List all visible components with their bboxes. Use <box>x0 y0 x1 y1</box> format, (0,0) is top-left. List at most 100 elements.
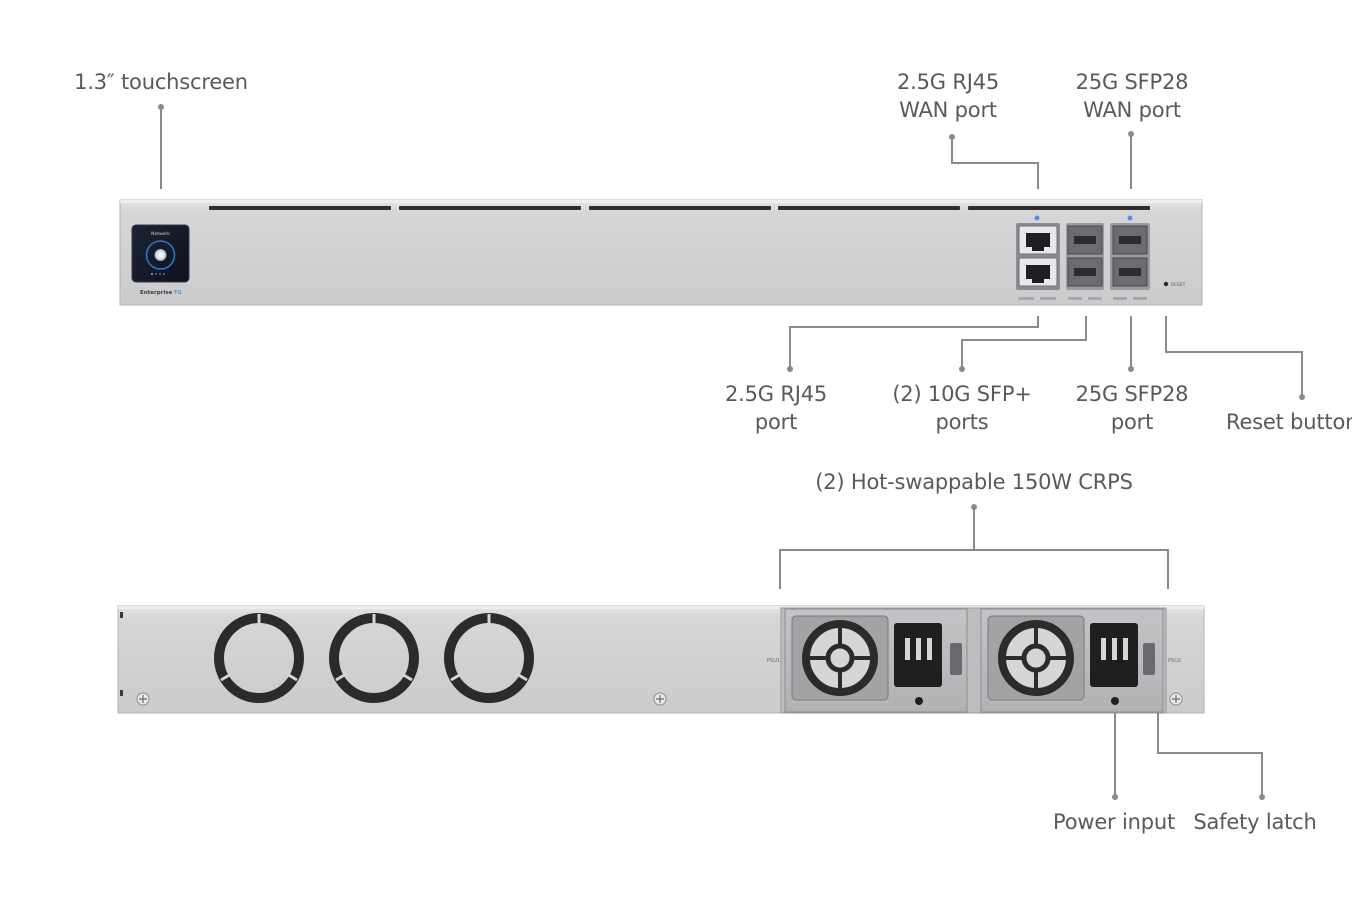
vent-slot <box>589 206 771 210</box>
socket-pin <box>927 638 932 660</box>
sfp-slot-icon <box>1074 236 1096 244</box>
callout-rj45-wan-line2: WAN port <box>899 98 997 122</box>
leader-reset <box>1165 316 1303 397</box>
screen-ring-icon <box>145 240 176 270</box>
callout-sfp-plus: (2) 10G SFP+ ports <box>874 380 1050 436</box>
touchscreen[interactable]: Network <box>131 224 190 283</box>
port-indicator <box>1018 297 1034 300</box>
screen-knob-icon <box>154 249 167 261</box>
rj45-socket-icon <box>1026 233 1050 251</box>
rj45-port-stack <box>1016 215 1060 300</box>
callout-reset: Reset button <box>1226 408 1352 436</box>
screen-dot-icon <box>155 273 157 275</box>
reset-text: RESET <box>1171 282 1186 288</box>
callout-sfp-plus-line2: ports <box>935 410 989 434</box>
sfp-plus-cage <box>1066 223 1104 300</box>
callout-rj45-wan-line1: 2.5G RJ45 <box>896 70 1000 94</box>
screen-dot-icon <box>151 273 153 275</box>
callout-sfp-plus-line1: (2) 10G SFP+ <box>892 382 1032 406</box>
socket-pin <box>1123 638 1128 660</box>
port-indicator <box>1040 297 1056 300</box>
psu-1[interactable] <box>784 608 968 713</box>
leader-dot <box>1128 131 1134 137</box>
reset-button[interactable] <box>1163 281 1169 287</box>
fan-left <box>214 613 304 703</box>
leader-dot <box>1112 794 1118 800</box>
socket-pin <box>1101 638 1106 660</box>
leader-dot <box>971 504 977 510</box>
callout-rj45-wan: 2.5G RJ45 WAN port <box>872 68 1024 124</box>
screw-cross <box>1172 695 1180 703</box>
callout-rj45-port-line2: port <box>754 410 798 434</box>
callout-power-input: Power input <box>1036 808 1192 836</box>
leader-dot <box>158 104 164 110</box>
socket-pin <box>1112 638 1117 660</box>
rear-rail-notch <box>120 690 123 696</box>
fan-middle <box>329 613 419 703</box>
rj45-wan-port[interactable] <box>1018 225 1058 255</box>
screen-title: Network <box>151 231 170 237</box>
rj45-port[interactable] <box>1018 257 1058 287</box>
screen-dot-icon <box>159 273 161 275</box>
callout-crps: (2) Hot-swappable 150W CRPS <box>774 468 1174 496</box>
screw-icon <box>653 692 667 706</box>
screw-cross <box>139 695 147 703</box>
callout-touchscreen-text: 1.3″ touchscreen <box>74 70 248 94</box>
psu-fan-grill <box>1002 624 1070 692</box>
front-top-edge <box>120 200 1202 203</box>
leader-sfp-plus <box>961 316 1087 369</box>
leader-rj45-wan <box>951 137 1039 189</box>
leader-dot <box>787 366 793 372</box>
callout-rj45-port: 2.5G RJ45 port <box>700 380 852 436</box>
psu-left-label: PSU1 <box>767 658 780 664</box>
callout-sfp28-port-line2: port <box>1110 410 1154 434</box>
psu-led-icon <box>915 697 923 705</box>
leader-dot <box>1259 794 1265 800</box>
port-led-icon <box>1034 215 1040 221</box>
callout-touchscreen: 1.3″ touchscreen <box>60 68 262 96</box>
sfp-slot-icon <box>1074 268 1096 276</box>
callout-sfp28-port: 25G SFP28 port <box>1056 380 1208 436</box>
fan-spoke <box>286 672 298 682</box>
screen-dot-icon <box>163 273 165 275</box>
psu-fan-grill <box>806 624 874 692</box>
leader-rj45-port <box>789 316 1039 369</box>
fan-spoke <box>401 672 413 682</box>
callout-sfp28-wan: 25G SFP28 WAN port <box>1056 68 1208 124</box>
callout-sfp28-wan-line2: WAN port <box>1083 98 1181 122</box>
leader-dots <box>158 104 1305 800</box>
port-indicator <box>1113 297 1127 300</box>
leader-dot <box>1299 394 1305 400</box>
leader-dot <box>1128 366 1134 372</box>
sfp-slot-icon <box>1119 236 1141 244</box>
leader-crps <box>779 507 1169 589</box>
fan-right <box>444 613 534 703</box>
rj45-socket-icon <box>1026 265 1050 283</box>
brand-text: Enterprise FG <box>140 290 182 296</box>
vent-slot <box>209 206 391 210</box>
callout-sfp28-port-line1: 25G SFP28 <box>1075 382 1189 406</box>
vent-slot <box>778 206 960 210</box>
vent-slot <box>968 206 1150 210</box>
rear-rail-notch <box>120 612 123 618</box>
psu-led-icon <box>1111 697 1119 705</box>
fan-spoke <box>335 672 347 682</box>
screw-cross <box>656 695 664 703</box>
psu-latch[interactable] <box>950 643 962 675</box>
port-led-icon <box>1127 215 1133 221</box>
callout-power-input-text: Power input <box>1053 810 1175 834</box>
leader-dot <box>959 366 965 372</box>
fan-spoke <box>220 672 232 682</box>
sfp-slot-icon <box>1119 268 1141 276</box>
safety-latch[interactable] <box>1143 643 1155 675</box>
socket-pin <box>905 638 910 660</box>
front-vent-slots <box>209 206 1150 210</box>
port-indicator <box>1068 297 1082 300</box>
vent-slot <box>399 206 581 210</box>
callout-sfp28-wan-line1: 25G SFP28 <box>1075 70 1189 94</box>
fan-spoke <box>516 672 528 682</box>
psu-right-label: PSU2 <box>1168 658 1181 664</box>
psu-2[interactable] <box>980 608 1164 713</box>
screw-icon <box>1169 692 1183 706</box>
